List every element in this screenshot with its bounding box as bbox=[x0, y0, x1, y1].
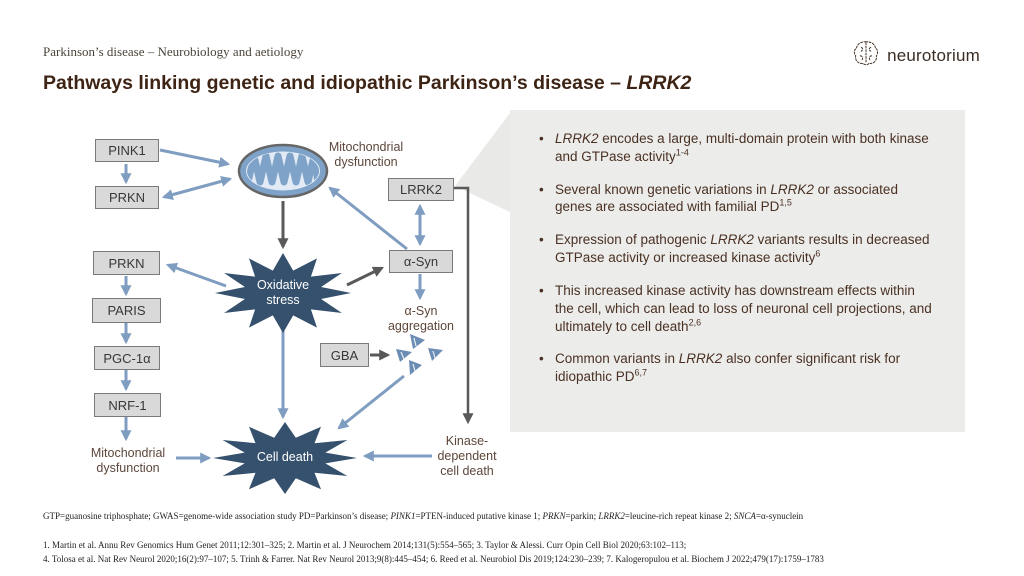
node-prkn-top: PRKN bbox=[95, 186, 159, 209]
bullet-pathogenic-variants: Expression of pathogenic LRRK2 variants … bbox=[538, 231, 937, 267]
abbreviations-line: GTP=guanosine triphosphate; GWAS=genome-… bbox=[43, 511, 804, 521]
references-line-1: 1. Martin et al. Annu Rev Genomics Hum G… bbox=[43, 540, 687, 550]
references-block: 1. Martin et al. Annu Rev Genomics Hum G… bbox=[43, 539, 1003, 567]
label-cell-death: Cell death bbox=[256, 450, 314, 464]
label-mitochondrial-dysfunction-top: Mitochondrial dysfunction bbox=[328, 140, 404, 169]
brain-icon bbox=[851, 38, 881, 73]
mitochondria-icon bbox=[237, 143, 329, 199]
label-mitochondrial-dysfunction-bottom: Mitochondrial dysfunction bbox=[90, 446, 166, 475]
references-line-2: 4. Tolosa et al. Nat Rev Neurol 2020;16(… bbox=[43, 553, 824, 564]
node-lrrk2: LRRK2 bbox=[388, 178, 454, 201]
node-asyn: α-Syn bbox=[389, 250, 453, 273]
node-pgc1a: PGC-1α bbox=[94, 346, 160, 370]
label-kinase-dependent-cell-death: Kinase- dependent cell death bbox=[437, 434, 497, 478]
info-panel: LRRK2 encodes a large, multi-domain prot… bbox=[510, 110, 965, 432]
page-title: Pathways linking genetic and idiopathic … bbox=[43, 72, 692, 94]
node-pink1: PINK1 bbox=[95, 139, 159, 162]
asyn-aggregates-icon bbox=[396, 334, 443, 375]
logo-wordmark: neurotorium bbox=[887, 45, 980, 65]
slide-eyebrow: Parkinson’s disease – Neurobiology and a… bbox=[43, 44, 304, 59]
oxidative-stress-starburst bbox=[215, 253, 351, 333]
label-oxidative-stress: Oxidative stress bbox=[256, 278, 310, 307]
bullet-lrrk2-encodes: LRRK2 encodes a large, multi-domain prot… bbox=[538, 130, 937, 166]
neurotorium-logo: neurotorium bbox=[851, 38, 980, 73]
bullet-kinase-activity: This increased kinase activity has downs… bbox=[538, 282, 937, 335]
bullet-common-variants: Common variants in LRRK2 also confer sig… bbox=[538, 350, 937, 386]
cell-death-starburst bbox=[213, 422, 357, 494]
label-asyn-aggregation: α-Syn aggregation bbox=[387, 304, 455, 333]
node-nrf1: NRF-1 bbox=[94, 393, 161, 417]
bullet-list: LRRK2 encodes a large, multi-domain prot… bbox=[510, 110, 965, 386]
bullet-genetic-variations: Several known genetic variations in LRRK… bbox=[538, 181, 937, 217]
node-paris: PARIS bbox=[92, 298, 161, 323]
node-prkn-mid: PRKN bbox=[93, 251, 160, 275]
node-gba: GBA bbox=[320, 343, 369, 367]
